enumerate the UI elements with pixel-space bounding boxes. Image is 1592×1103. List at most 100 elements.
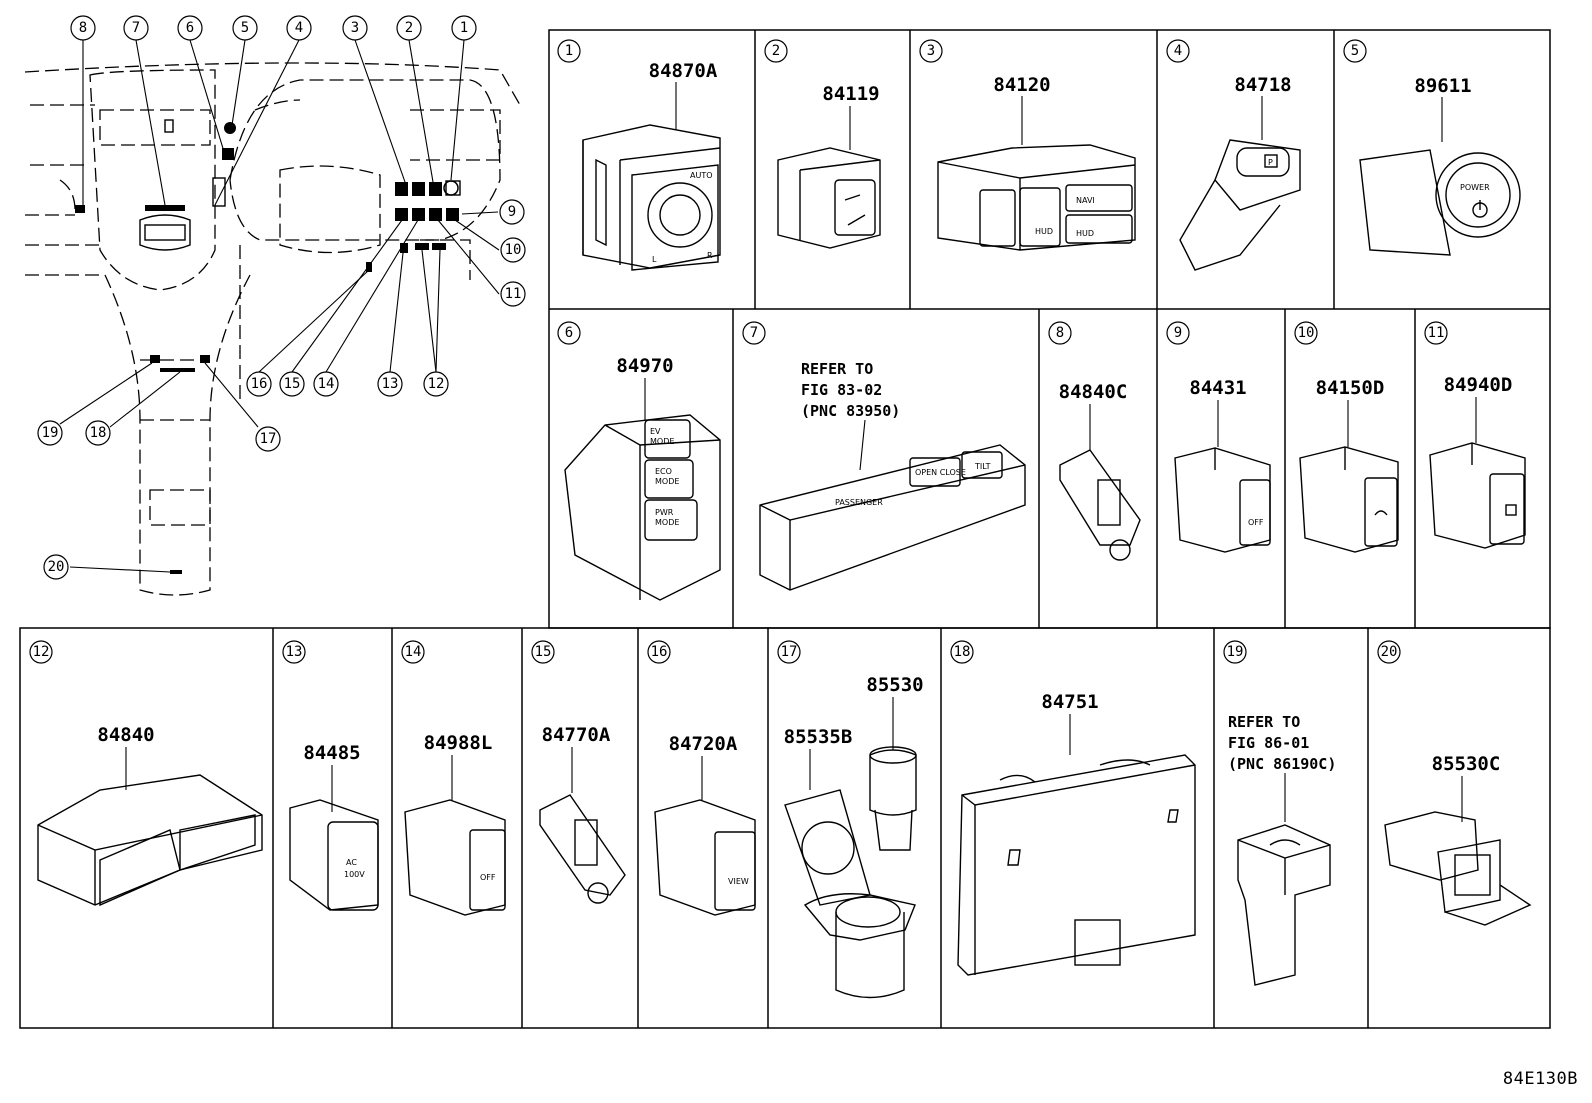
part-number-18: 84751: [1041, 691, 1098, 713]
part-sketch-13: AC 100V: [289, 799, 379, 911]
label-100v: 100V: [344, 870, 365, 879]
part-number-20: 85530C: [1432, 753, 1501, 775]
label-navi: NAVI: [1076, 196, 1095, 205]
label-hud-2: HUD: [1076, 229, 1094, 238]
refer-note-7-line2: FIG 83-02: [801, 381, 882, 399]
part-number-3: 84120: [993, 74, 1050, 96]
panel-number-1: 1: [565, 43, 573, 59]
part-sketch-7: PASSENGER OPEN CLOSE TILT: [759, 444, 1026, 591]
refer-note-19-line1: REFER TO: [1228, 713, 1300, 731]
overview-callout-3: 3: [351, 20, 359, 36]
part-sketch-1: AUTO L R: [582, 124, 721, 271]
part-sketch-5: POWER: [1359, 149, 1521, 256]
part-sketch-3: HUD NAVI HUD: [937, 144, 1136, 251]
overview-callout-18: 18: [90, 425, 107, 441]
overview-callout-1: 1: [460, 20, 468, 36]
overview-callout-14: 14: [318, 376, 335, 392]
part-number-8: 84840C: [1059, 381, 1128, 403]
label-mode-3: MODE: [655, 518, 679, 527]
part-sketch-12: [37, 774, 263, 907]
label-ac: AC: [346, 858, 357, 867]
label-view: VIEW: [728, 877, 749, 886]
label-eco: ECO: [655, 467, 672, 476]
panel-number-10: 10: [1298, 325, 1315, 341]
part-number-14: 84988L: [424, 732, 493, 754]
label-power: POWER: [1460, 183, 1490, 192]
panel-number-6: 6: [565, 325, 573, 341]
overview-callout-11: 11: [505, 286, 522, 302]
part-number-9: 84431: [1189, 377, 1246, 399]
refer-note-19-line2: FIG 86-01: [1228, 734, 1309, 752]
label-mode-2: MODE: [655, 477, 679, 486]
part-number-12: 84840: [97, 724, 154, 746]
part-sketch-19: [1237, 824, 1331, 986]
panel-number-17: 17: [781, 644, 798, 660]
panel-number-11: 11: [1428, 325, 1445, 341]
part-number-1: 84870A: [649, 60, 718, 82]
part-sketch-16: VIEW: [654, 799, 756, 916]
part-sketch-11: [1429, 442, 1526, 549]
overview-callout-12: 12: [428, 376, 445, 392]
panel-number-2: 2: [772, 43, 780, 59]
diagram-code: 84E130B: [1502, 1069, 1578, 1089]
part-sketch-9: OFF: [1174, 447, 1271, 553]
part-number-15: 84770A: [542, 724, 611, 746]
label-auto: AUTO: [690, 171, 713, 180]
panel-number-19: 19: [1227, 644, 1244, 660]
overview-callout-4: 4: [295, 20, 303, 36]
overview-callout-19: 19: [42, 425, 59, 441]
panel-number-4: 4: [1174, 43, 1182, 59]
part-number-11: 84940D: [1444, 374, 1513, 396]
refer-note-19-line3: (PNC 86190C): [1228, 755, 1336, 773]
label-off-9: OFF: [1248, 518, 1264, 527]
panel-number-9: 9: [1174, 325, 1182, 341]
part-sketch-4: P: [1179, 139, 1301, 271]
part-number-6: 84970: [616, 355, 673, 377]
label-passenger: PASSENGER: [835, 498, 883, 507]
dashboard-overview: 1 2 3 4 5 6 7 8 9 10 11 12 13 14 15 16 1…: [24, 15, 526, 596]
label-pwr: PWR: [655, 508, 674, 517]
label-p: P: [1268, 158, 1273, 167]
label-tilt: TILT: [974, 462, 991, 471]
part-sketch-18: [957, 754, 1196, 976]
overview-callout-20: 20: [48, 559, 65, 575]
part-number-17a: 85535B: [784, 726, 853, 748]
label-l: L: [652, 255, 657, 264]
panel-number-15: 15: [535, 644, 552, 660]
overview-callout-2: 2: [405, 20, 413, 36]
part-number-16: 84720A: [669, 733, 738, 755]
overview-callout-9: 9: [508, 204, 516, 220]
part-number-4: 84718: [1234, 74, 1291, 96]
overview-callout-7: 7: [132, 20, 140, 36]
overview-callout-8: 8: [79, 20, 87, 36]
overview-callout-10: 10: [505, 242, 522, 258]
panel-number-13: 13: [286, 644, 303, 660]
panel-number-20: 20: [1381, 644, 1398, 660]
label-open-close: OPEN CLOSE: [915, 468, 966, 477]
overview-callout-16: 16: [251, 376, 268, 392]
panel-number-7: 7: [750, 325, 758, 341]
part-sketch-20: [1384, 811, 1532, 926]
refer-note-7-line3: (PNC 83950): [801, 402, 900, 420]
part-number-13: 84485: [303, 742, 360, 764]
part-sketch-6: EV MODE ECO MODE PWR MODE: [564, 414, 721, 601]
label-off-14: OFF: [480, 873, 496, 882]
label-ev: EV: [650, 427, 661, 436]
label-hud-1: HUD: [1035, 227, 1053, 236]
panel-number-12: 12: [33, 644, 50, 660]
overview-callout-15: 15: [284, 376, 301, 392]
part-number-17b: 85530: [866, 674, 923, 696]
refer-note-7-line1: REFER TO: [801, 360, 873, 378]
panel-number-5: 5: [1351, 43, 1359, 59]
part-number-2: 84119: [822, 83, 879, 105]
panel-number-16: 16: [651, 644, 668, 660]
part-sketch-2: [777, 147, 881, 249]
part-sketch-15: [539, 794, 626, 904]
part-sketch-10: [1299, 446, 1399, 553]
panel-grid: [19, 29, 1551, 1029]
panel-number-18: 18: [954, 644, 971, 660]
label-r: R: [707, 251, 713, 260]
panel-number-3: 3: [927, 43, 935, 59]
part-sketch-17: [784, 746, 917, 999]
